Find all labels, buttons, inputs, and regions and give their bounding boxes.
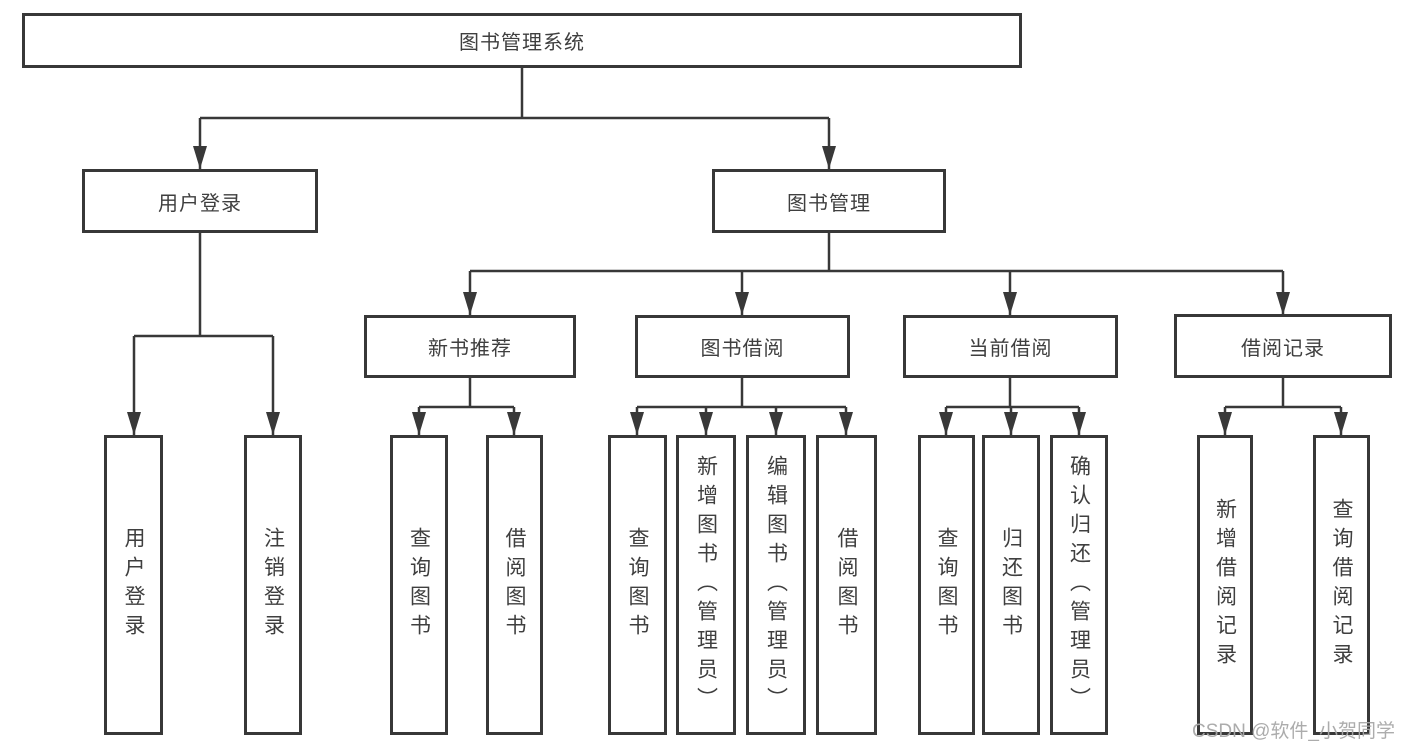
node-leaf-current-query-books: 查询图书	[918, 435, 975, 735]
node-label: 图书借阅	[700, 338, 785, 360]
node-label: 新增借阅记录	[1213, 498, 1237, 672]
node-leaf-user-login: 用户登录	[104, 435, 163, 735]
node-label: 用户登录	[122, 527, 145, 643]
node-leaf-current-confirm-return: 确认归还（管理员）	[1050, 435, 1108, 735]
node-label: 查询图书	[626, 527, 649, 643]
node-leaf-logout: 注销登录	[244, 435, 302, 735]
node-label: 借阅记录	[1241, 337, 1325, 360]
node-label: 查询图书	[935, 527, 958, 643]
node-label: 新增图书（管理员）	[694, 454, 718, 716]
node-label: 借阅图书	[503, 527, 526, 643]
node-label: 确认归还（管理员）	[1067, 454, 1091, 716]
node-leaf-recommend-borrow-books: 借阅图书	[486, 435, 543, 735]
node-book-borrow: 图书借阅	[635, 315, 850, 378]
node-label: 用户登录	[158, 192, 242, 215]
node-label: 注销登录	[261, 527, 285, 643]
node-leaf-recommend-query-books: 查询图书	[390, 435, 448, 735]
node-label: 借阅图书	[835, 527, 858, 643]
node-label: 图书管理系统	[459, 32, 585, 54]
node-user-login: 用户登录	[82, 169, 318, 233]
csdn-watermark: CSDN @软件_小贺同学	[1192, 721, 1395, 742]
node-library-management-system: 图书管理系统	[22, 13, 1022, 68]
node-label: 查询图书	[407, 527, 431, 643]
node-current-borrow: 当前借阅	[903, 315, 1118, 378]
node-leaf-borrow-borrow-books: 借阅图书	[816, 435, 877, 735]
node-label: 图书管理	[787, 192, 871, 215]
node-label: 当前借阅	[968, 338, 1053, 360]
node-label: 编辑图书（管理员）	[764, 454, 788, 716]
node-leaf-borrow-add-books: 新增图书（管理员）	[676, 435, 736, 735]
node-label: 归还图书	[999, 527, 1023, 643]
node-borrow-records: 借阅记录	[1174, 314, 1392, 378]
node-leaf-borrow-edit-books: 编辑图书（管理员）	[746, 435, 806, 735]
node-leaf-records-add-record: 新增借阅记录	[1197, 435, 1253, 735]
node-leaf-records-query-record: 查询借阅记录	[1313, 435, 1370, 735]
node-book-management: 图书管理	[712, 169, 946, 233]
node-new-book-recommend: 新书推荐	[364, 315, 576, 378]
node-label: 查询借阅记录	[1330, 498, 1353, 672]
node-label: 新书推荐	[428, 338, 512, 360]
node-leaf-borrow-query-books: 查询图书	[608, 435, 667, 735]
node-leaf-current-return-books: 归还图书	[982, 435, 1040, 735]
